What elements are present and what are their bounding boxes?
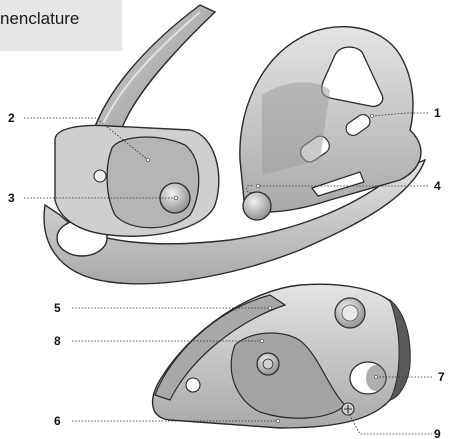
- callout-5: 5: [54, 301, 61, 315]
- closed-device: [153, 284, 411, 428]
- callout-3: 3: [8, 191, 15, 205]
- small-hole: [186, 378, 200, 392]
- callout-1: 1: [434, 106, 441, 120]
- hinge-axle: [243, 192, 271, 220]
- callout-2: 2: [8, 111, 15, 125]
- open-device: [44, 5, 425, 284]
- callout-6: 6: [54, 414, 61, 428]
- cam: [107, 137, 199, 228]
- callout-9: 9: [434, 427, 441, 439]
- callout-4: 4: [434, 179, 441, 193]
- callout-8: 8: [54, 334, 61, 348]
- callout-7: 7: [438, 370, 445, 384]
- left-rivet: [94, 170, 106, 182]
